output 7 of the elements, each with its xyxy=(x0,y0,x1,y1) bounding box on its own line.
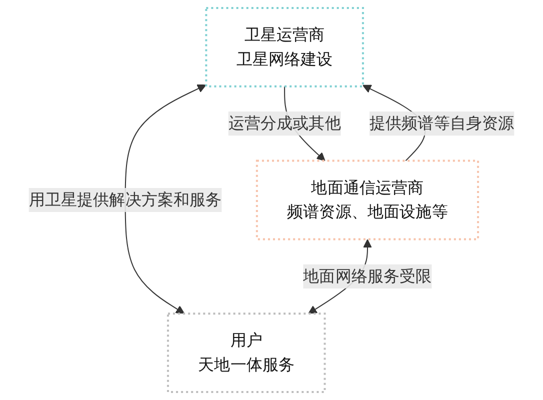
arrow xyxy=(124,84,206,314)
edge-label: 运营分成或其他 xyxy=(228,114,341,133)
node-box: 用户 天地一体服务 xyxy=(166,312,326,393)
node-box: 卫星运营商 卫星网络建设 xyxy=(205,7,364,88)
edge-label: 提供频谱等自身资源 xyxy=(369,114,514,133)
edge-label: 用卫星提供解决方案和服务 xyxy=(28,190,222,210)
edge-label: 地面网络服务受限 xyxy=(303,266,432,286)
